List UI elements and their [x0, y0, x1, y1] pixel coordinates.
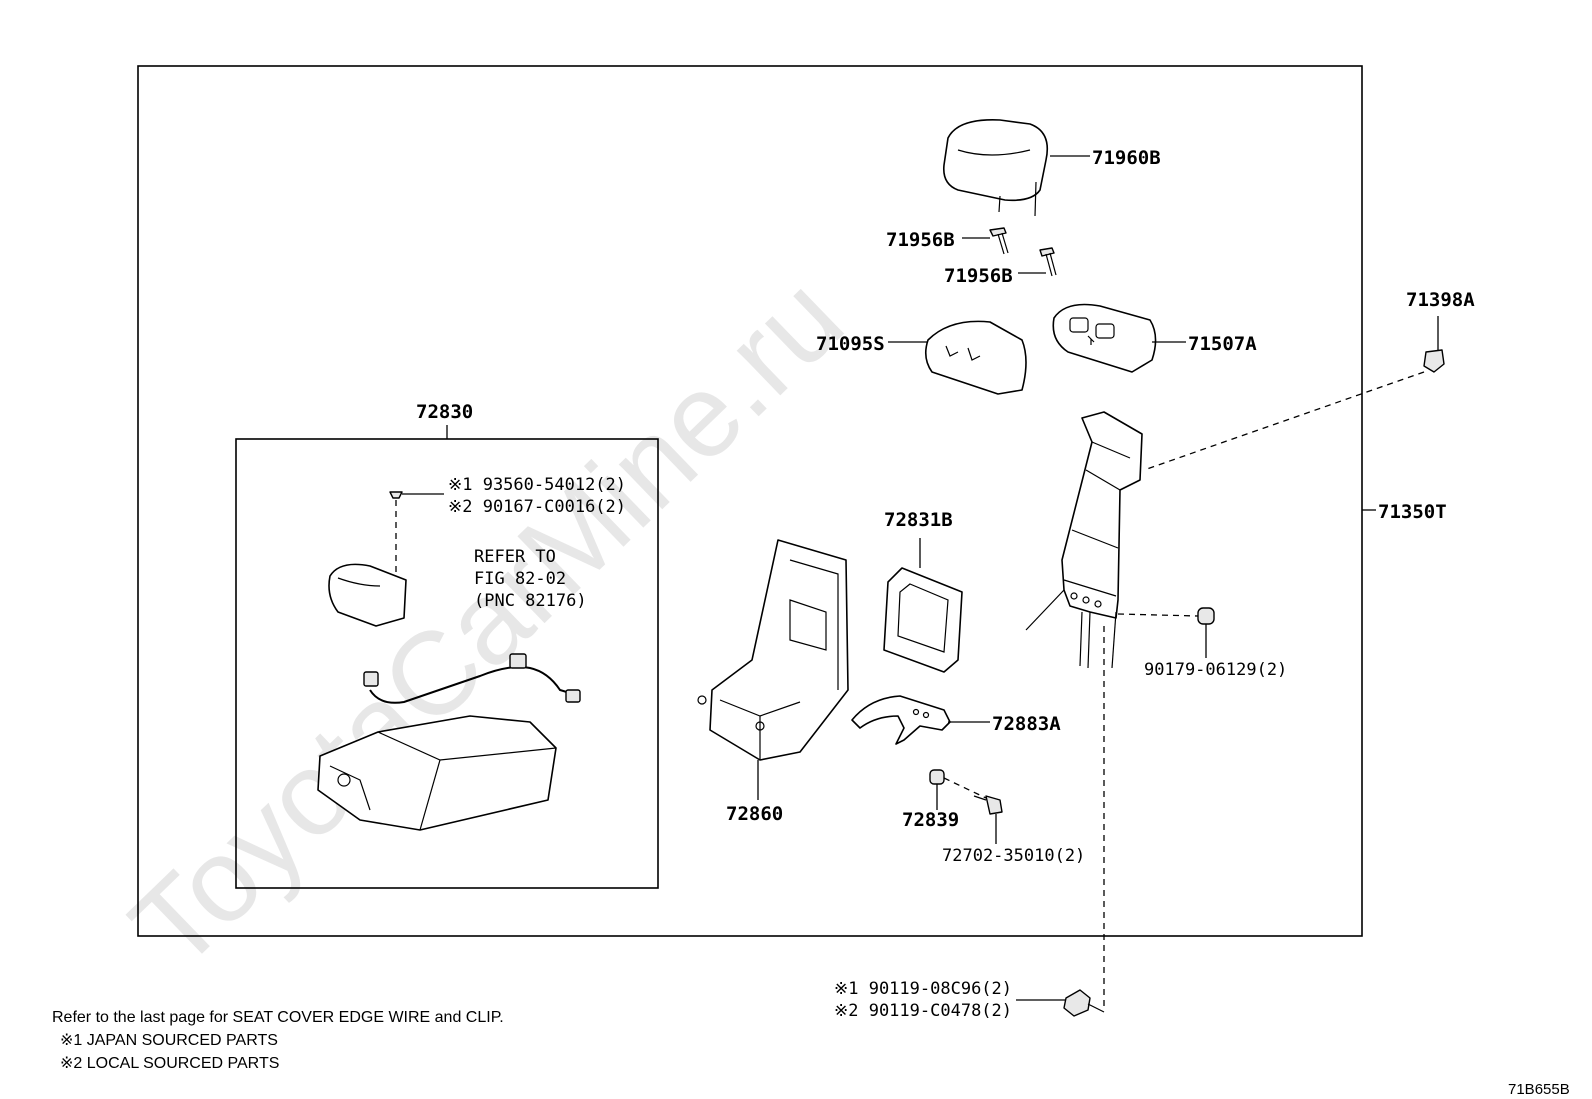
label-71956B-1: 71956B [886, 229, 955, 251]
label-71956B-2: 71956B [944, 265, 1013, 287]
figure-code: 71B655B [1508, 1081, 1570, 1098]
nut-90179 [1197, 607, 1215, 625]
console-lid-assembly [317, 715, 557, 831]
bolt-90119 [1063, 989, 1105, 1017]
bezel-72831B [883, 567, 963, 673]
label-71960B: 71960B [1092, 147, 1161, 169]
footnote-line2: ※1 JAPAN SOURCED PARTS [60, 1032, 278, 1049]
hinge-72883A [851, 695, 951, 745]
console-box-72860 [697, 539, 849, 761]
cup-holder-part [328, 563, 407, 627]
switch-cover-71507A [1052, 303, 1157, 373]
headrest-part [942, 119, 1049, 217]
clip-71398A [1423, 349, 1445, 373]
label-screw-line2: ※2 90167-C0016(2) [448, 497, 626, 517]
label-72839: 72839 [902, 809, 959, 831]
label-71095S: 71095S [816, 333, 885, 355]
main-assembly-frame [137, 65, 1363, 937]
label-refer-line3: (PNC 82176) [474, 591, 587, 611]
screw-72702 [973, 795, 1003, 815]
label-72702: 72702-35010(2) [942, 846, 1085, 866]
footnote-line3: ※2 LOCAL SOURCED PARTS [60, 1055, 279, 1072]
label-screw-line1: ※1 93560-54012(2) [448, 475, 626, 495]
label-refer-line2: FIG 82-02 [474, 569, 566, 589]
label-refer-line1: REFER TO [474, 547, 556, 567]
label-bolt-line1: ※1 90119-08C96(2) [834, 979, 1012, 999]
trim-panel-71095S [924, 320, 1027, 395]
label-72831B: 72831B [884, 509, 953, 531]
headrest-pin-1 [989, 227, 1009, 255]
label-72830: 72830 [416, 401, 473, 423]
seatback-frame-71350T [1025, 411, 1143, 669]
label-71398A: 71398A [1406, 289, 1475, 311]
bushing-72839 [929, 769, 945, 785]
label-72860: 72860 [726, 803, 783, 825]
label-72883A: 72883A [992, 713, 1061, 735]
wire-harness [363, 653, 581, 704]
label-90179: 90179-06129(2) [1144, 660, 1287, 680]
screw-93560 [389, 491, 403, 499]
label-71350T: 71350T [1378, 501, 1447, 523]
footnote-line1: Refer to the last page for SEAT COVER ED… [52, 1009, 504, 1026]
label-bolt-line2: ※2 90119-C0478(2) [834, 1001, 1012, 1021]
label-71507A: 71507A [1188, 333, 1257, 355]
watermark: ToyotaCarMine.ru [106, 252, 868, 994]
headrest-pin-2 [1039, 247, 1057, 277]
